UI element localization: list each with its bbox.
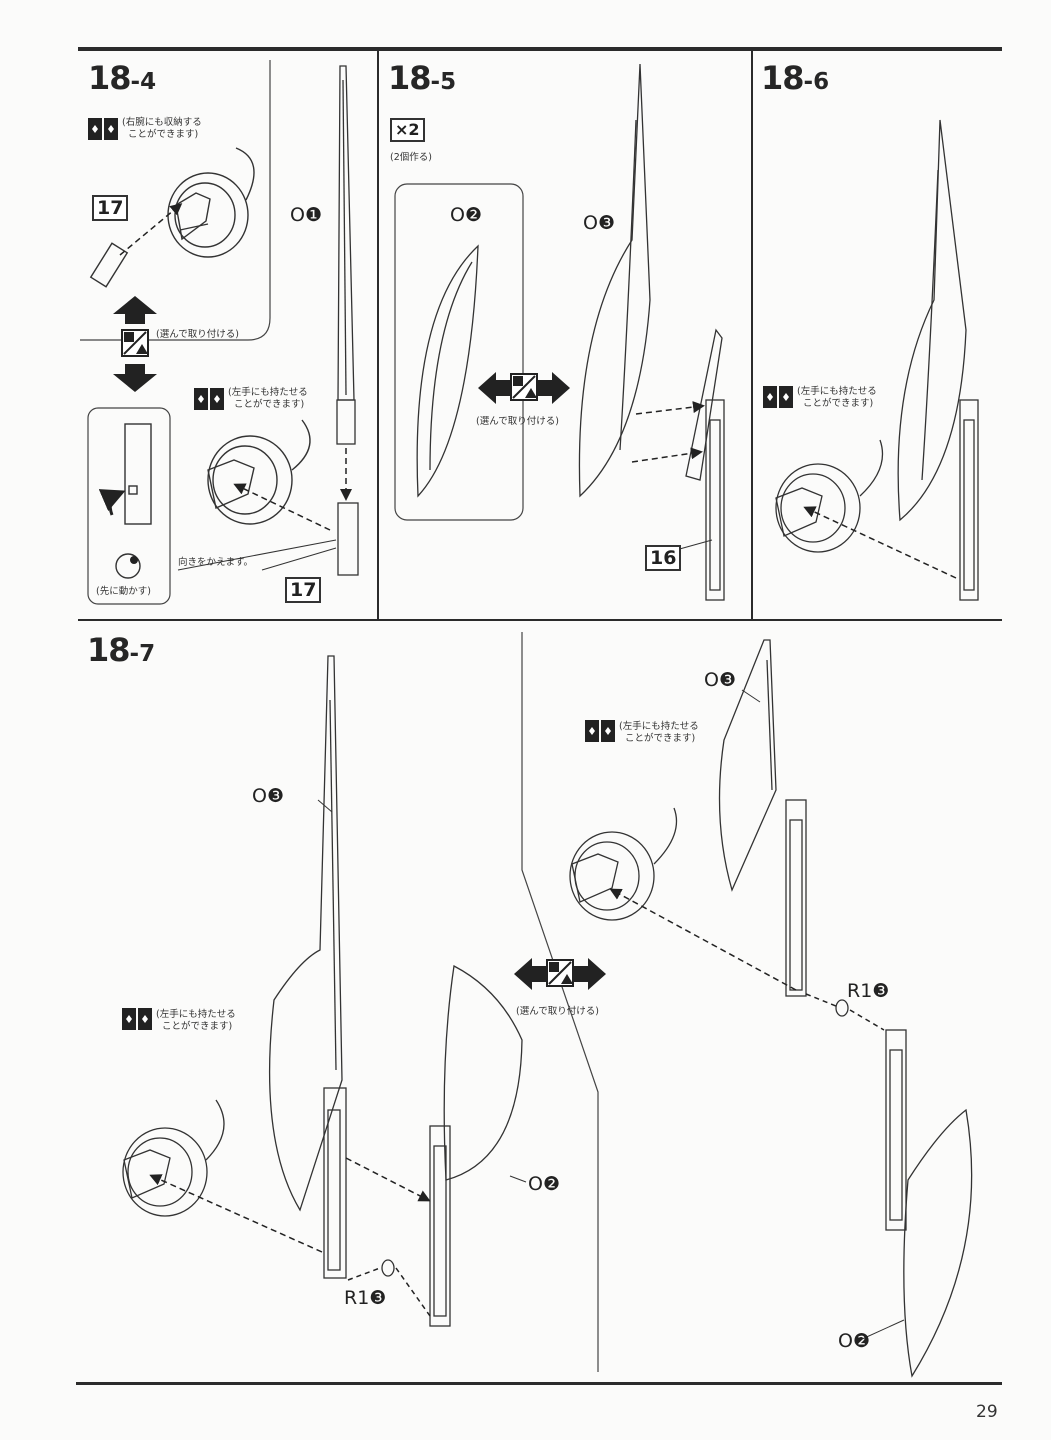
bottom-rule	[76, 1382, 1002, 1385]
make-two-icon: ×2	[390, 118, 425, 142]
divider-row	[78, 619, 1002, 621]
hand-swap-icon	[763, 386, 793, 408]
step-title-18-4: 18-4	[88, 62, 156, 94]
note-line: (左手にも持たせる	[797, 386, 877, 397]
note-line: (左手にも持たせる	[228, 387, 308, 398]
note-line: ことができます)	[625, 733, 696, 744]
step-sub: -5	[430, 69, 457, 95]
divider-4-5	[377, 50, 379, 620]
step-title-18-7: 18-7	[87, 634, 155, 666]
hand-swap-icon	[585, 720, 615, 742]
note-choose-attach: (選んで取り付ける)	[476, 416, 559, 427]
hand-swap-icon	[194, 388, 224, 410]
note-line: (左手にも持たせる	[156, 1009, 236, 1020]
note-make-two: (2個作る)	[390, 152, 432, 163]
step-number: 18	[88, 59, 132, 97]
note-line: (左手にも持たせる	[619, 721, 699, 732]
note-left-hand-hold: (左手にも持たせる ことができます)	[156, 1009, 236, 1033]
note-move-first: (先に動かす)	[96, 586, 151, 597]
step-number: 18	[87, 631, 131, 669]
part-o2-label: O❷	[838, 1330, 870, 1352]
note-choose-attach: (選んで取り付ける)	[516, 1006, 599, 1017]
note-right-arm-store: (右腕にも収納する ことができます)	[122, 117, 202, 141]
note-left-hand-hold: (左手にも持たせる ことができます)	[228, 387, 308, 411]
note-line: ことができます)	[162, 1021, 233, 1032]
divider-5-6	[751, 50, 753, 620]
part-r1-3-label: R1❸	[344, 1287, 387, 1309]
note-left-hand-hold: (左手にも持たせる ことができます)	[619, 721, 699, 745]
step-number: 18	[761, 59, 805, 97]
note-line: ことができます)	[234, 399, 305, 410]
page-number: 29	[976, 1402, 998, 1422]
note-line: (右腕にも収納する	[122, 117, 202, 128]
step-sub: -7	[129, 641, 156, 667]
top-rule	[78, 47, 1002, 51]
part-17-label: 17	[285, 577, 322, 603]
hand-swap-icon	[88, 118, 118, 140]
part-o3-label: O❸	[583, 212, 615, 234]
part-o2-label: O❷	[528, 1173, 560, 1195]
part-o3-label: O❸	[704, 669, 736, 691]
part-o3-label: O❸	[252, 785, 284, 807]
note-line: ことができます)	[128, 129, 199, 140]
step-sub: -4	[130, 69, 157, 95]
note-line: ことができます)	[803, 398, 874, 409]
part-17-label: 17	[92, 195, 129, 221]
step-number: 18	[388, 59, 432, 97]
step-title-18-5: 18-5	[388, 62, 456, 94]
note-left-hand-hold: (左手にも持たせる ことができます)	[797, 386, 877, 410]
hand-swap-icon	[122, 1008, 152, 1030]
step-title-18-6: 18-6	[761, 62, 829, 94]
part-16-label: 16	[645, 545, 682, 571]
part-o2-label: O❷	[450, 204, 482, 226]
part-r1-3-label: R1❸	[847, 980, 890, 1002]
step-sub: -6	[803, 69, 830, 95]
part-o1-label: O❶	[290, 204, 322, 226]
note-change-direction: 向きをかえます。	[178, 557, 254, 568]
note-choose-attach: (選んで取り付ける)	[156, 329, 239, 340]
